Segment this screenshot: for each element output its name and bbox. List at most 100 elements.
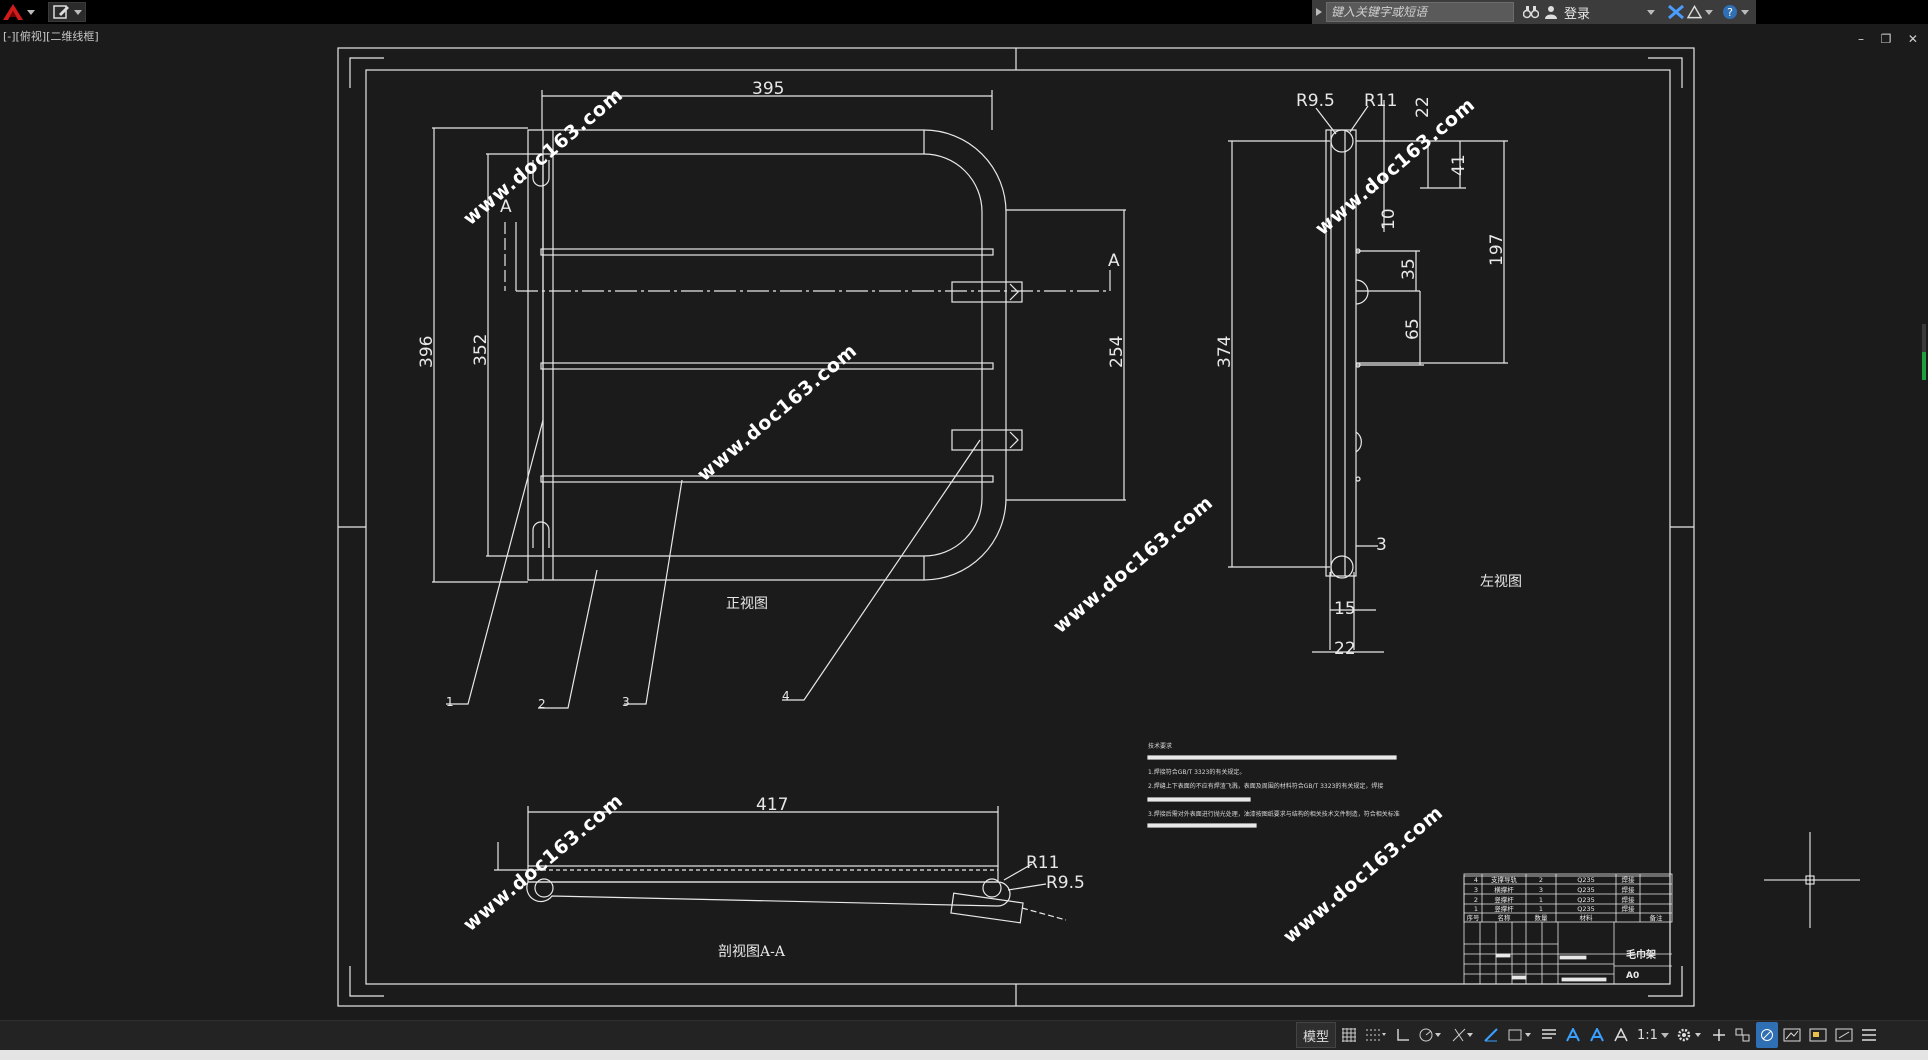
dim-front-height-inner: 352	[471, 334, 491, 366]
units-icon[interactable]	[1732, 1022, 1754, 1048]
taskbar-edge	[0, 1050, 1928, 1060]
parts-row-1-mat: Q235	[1577, 876, 1595, 884]
balloon-3: 3	[622, 695, 630, 709]
parts-row-2-qty: 3	[1539, 886, 1543, 894]
title-block	[1463, 873, 1673, 985]
svg-text:?: ?	[1727, 6, 1733, 19]
snap-icon[interactable]	[1362, 1022, 1390, 1048]
dim-side-15: 15	[1334, 599, 1356, 619]
viewport-controls[interactable]: [-][俯视][二维线框]	[3, 30, 99, 43]
close-icon[interactable]: ✕	[1907, 32, 1918, 46]
lineweight-icon[interactable]	[1538, 1022, 1560, 1048]
minimize-icon[interactable]: –	[1858, 32, 1864, 46]
watermark-3: www.doc163.com	[1049, 491, 1218, 637]
parts-row-3-qty: 1	[1539, 896, 1543, 904]
object-snap-icon[interactable]	[1504, 1022, 1536, 1048]
object-snap-tracking-icon[interactable]	[1480, 1022, 1502, 1048]
parts-row-3-weld: 焊接	[1622, 895, 1636, 904]
parts-header-no: 序号	[1467, 913, 1481, 922]
user-icon	[1542, 0, 1560, 24]
autodesk-360-button[interactable]	[1687, 0, 1713, 24]
scale-selector[interactable]: 1:1	[1634, 1022, 1672, 1048]
dim-side-22-bottom: 22	[1334, 639, 1356, 659]
parts-header-remark: 备注	[1650, 913, 1664, 922]
parts-row-1-qty: 2	[1539, 876, 1543, 884]
help-button[interactable]: ?	[1719, 0, 1751, 24]
chevron-down-icon	[1705, 9, 1713, 15]
parts-row-1-weld: 焊接	[1622, 875, 1636, 884]
dim-side-3: 3	[1376, 535, 1387, 555]
search-input[interactable]	[1326, 2, 1514, 22]
isodraft-icon[interactable]	[1448, 1022, 1478, 1048]
dim-front-width: 395	[752, 79, 784, 99]
section-mark-right: A	[1108, 251, 1120, 271]
a360-icon	[1687, 5, 1702, 19]
search-button[interactable]	[1520, 0, 1542, 24]
parts-header-mat: 材料	[1580, 913, 1594, 922]
balloon-1: 1	[446, 695, 454, 709]
section-view-label: 剖视图A-A	[718, 944, 786, 960]
dim-front-height-outer: 396	[417, 336, 437, 368]
status-bar	[0, 1020, 1928, 1050]
model-space-button[interactable]: 模型	[1296, 1022, 1337, 1048]
parts-row-2-name: 横撑杆	[1494, 885, 1514, 894]
parts-row-4-qty: 1	[1539, 905, 1543, 913]
title-block-title: 毛巾架	[1626, 948, 1656, 961]
annotation-scale-icon[interactable]	[1610, 1022, 1632, 1048]
dim-side-r11: R11	[1364, 91, 1397, 111]
login-button[interactable]: 登录	[1564, 6, 1591, 22]
plus-icon[interactable]	[1708, 1022, 1730, 1048]
restore-icon[interactable]: ❐	[1880, 32, 1892, 46]
help-icon: ?	[1722, 5, 1737, 19]
parts-header-qty: 数量	[1535, 913, 1549, 922]
parts-row-1-name: 支撑导轨	[1491, 875, 1518, 884]
parts-row-4-mat: Q235	[1577, 905, 1595, 913]
chevron-down-icon[interactable]	[1647, 9, 1655, 15]
parts-row-1-no: 4	[1474, 876, 1478, 884]
chevron-down-icon	[1660, 1032, 1669, 1038]
exchange-apps-button[interactable]	[1665, 0, 1687, 24]
clean-screen-icon[interactable]	[1806, 1022, 1830, 1048]
workspace-gear-icon[interactable]	[1674, 1022, 1706, 1048]
balloon-2: 2	[538, 697, 546, 711]
dim-section-r11: R11	[1026, 853, 1059, 873]
ortho-icon[interactable]	[1392, 1022, 1414, 1048]
parts-row-2-mat: Q235	[1577, 886, 1595, 894]
dim-side-41: 41	[1449, 154, 1469, 176]
section-view	[494, 806, 1067, 924]
parts-row-3-name: 竖撑杆	[1494, 895, 1514, 904]
left-view-label: 左视图	[1480, 574, 1522, 590]
polar-tracking-icon[interactable]	[1416, 1022, 1446, 1048]
scale-value: 1:1	[1637, 1027, 1658, 1043]
left-view	[1228, 100, 1508, 653]
parts-row-4-no: 1	[1474, 905, 1478, 913]
quick-access-button[interactable]	[48, 2, 86, 22]
dim-side-r95: R9.5	[1296, 91, 1335, 111]
technical-notes	[1147, 755, 1397, 828]
hardware-acceleration-icon[interactable]	[1780, 1022, 1804, 1048]
collapse-search-button[interactable]	[1312, 0, 1326, 24]
chevron-down-icon	[74, 9, 82, 15]
notes-title: 技术要求	[1148, 742, 1172, 750]
parts-row-4-weld: 焊接	[1622, 904, 1636, 913]
drawing-canvas[interactable]: 395 396 352 254 A A R9.5 R11 22 41 10 19…	[0, 0, 1928, 1020]
annotation-visibility-icon[interactable]	[1562, 1022, 1584, 1048]
document-edit-icon	[53, 5, 69, 19]
chevron-down-icon	[27, 9, 35, 15]
parts-row-4-name: 竖撑杆	[1494, 904, 1514, 913]
front-view	[432, 90, 1126, 709]
autocad-logo-icon	[3, 4, 23, 20]
title-bar: 登录 ?	[0, 0, 1928, 24]
dim-side-374: 374	[1215, 336, 1235, 368]
dim-side-10: 10	[1379, 208, 1399, 230]
application-menu-button[interactable]	[2, 2, 42, 22]
isolate-objects-icon[interactable]	[1755, 1022, 1778, 1048]
customization-menu-icon[interactable]	[1858, 1022, 1880, 1048]
dim-section-width: 417	[756, 795, 788, 815]
grid-icon[interactable]	[1338, 1022, 1360, 1048]
fullscreen-icon[interactable]	[1832, 1022, 1856, 1048]
notes-line-1: 1.焊接符合GB/T 3323的有关规定。	[1148, 768, 1245, 776]
auto-scale-icon[interactable]	[1586, 1022, 1608, 1048]
title-block-scale: A0	[1626, 971, 1639, 981]
front-view-label: 正视图	[726, 596, 768, 612]
